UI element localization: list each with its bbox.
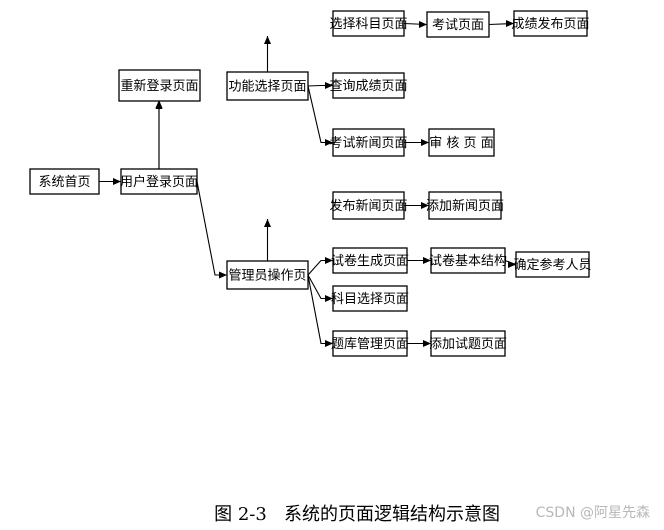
node-label-subject: 选择科目页面 (329, 17, 407, 32)
node-box-login (120, 168, 198, 195)
node-exam: 考试页面 (426, 11, 490, 38)
node-home: 系统首页 (29, 168, 100, 195)
node-label-exam: 考试页面 (432, 18, 484, 33)
arrowhead-login-to-admin (219, 271, 227, 279)
node-subject: 选择科目页面 (329, 10, 408, 37)
node-audit: 审 核 页 面 (428, 128, 495, 157)
node-subjsel: 科目选择页面 (331, 285, 409, 312)
node-box-pubnews (332, 191, 405, 220)
node-label-query: 查询成绩页面 (329, 79, 407, 94)
node-score_pub: 成绩发布页面 (511, 10, 590, 37)
edge-admin-to-genpaper (307, 259, 333, 276)
node-label-relogin: 重新登录页面 (120, 78, 198, 94)
arrowhead-pubnews-to-addnews (421, 202, 429, 209)
arrowhead-admin-to-genpaper (325, 257, 333, 264)
node-box-examinee (515, 251, 590, 278)
node-label-news: 考试新闻页面 (329, 135, 407, 151)
node-label-score_pub: 成绩发布页面 (511, 16, 589, 32)
arrowhead-admin-to-subjsel (325, 295, 333, 302)
node-examinee: 确定参考人员 (513, 251, 592, 278)
arrowhead-exam-to-score_pub (506, 20, 514, 27)
arrowhead-admin-to-bank (325, 340, 333, 347)
node-label-bank: 题库管理页面 (331, 336, 409, 352)
arrowhead-login-to-func (155, 100, 163, 108)
arrowhead-func-to-query (325, 82, 333, 89)
node-box-news (332, 128, 405, 157)
node-label-login: 用户登录页面 (120, 174, 198, 190)
node-box-audit (428, 128, 495, 157)
node-addnews: 添加新闻页面 (426, 191, 504, 220)
arrowhead-func-to-news (325, 139, 333, 146)
node-relogin: 重新登录页面 (118, 69, 201, 102)
node-news: 考试新闻页面 (329, 128, 408, 157)
node-label-func: 功能选择页面 (228, 80, 306, 95)
node-box-admin (226, 260, 309, 290)
arrowhead-bank-to-addq (423, 340, 431, 347)
node-label-examinee: 确定参考人员 (513, 257, 591, 273)
node-func: 功能选择页面 (226, 71, 309, 101)
node-box-query (332, 72, 405, 99)
figure-caption: 图 2-3 系统的页面逻辑结构示意图 (214, 504, 500, 525)
arrowhead-genpaper-to-paperstruct (423, 257, 431, 264)
node-box-addnews (428, 191, 502, 220)
node-label-paperstruct: 试卷基本结构 (429, 253, 507, 269)
edges-layer (99, 20, 517, 347)
node-pubnews: 发布新闻页面 (329, 191, 408, 220)
node-label-admin: 管理员操作页 (228, 268, 306, 284)
arrowhead-subject-to-exam (419, 21, 427, 28)
edge-login-to-admin (196, 181, 227, 276)
arrowhead-news-to-audit (421, 139, 429, 146)
node-box-bank (332, 330, 408, 357)
arrowhead-admin-to-pubnews (264, 219, 271, 227)
node-box-genpaper (332, 247, 408, 274)
node-label-addnews: 添加新闻页面 (426, 198, 504, 214)
edge-func-to-news (307, 85, 333, 144)
watermark: CSDN @阿星先森 (535, 505, 650, 521)
node-label-subjsel: 科目选择页面 (331, 292, 409, 307)
node-box-exam (426, 11, 490, 38)
arrowhead-home-to-login (113, 178, 121, 185)
node-label-addq: 添加试题页面 (429, 337, 507, 352)
node-box-home (29, 168, 100, 195)
node-box-addq (430, 330, 506, 357)
node-box-subjsel (332, 285, 408, 312)
edge-admin-to-bank (307, 274, 333, 345)
node-addq: 添加试题页面 (429, 330, 507, 357)
node-login: 用户登录页面 (120, 168, 198, 195)
node-box-func (226, 71, 309, 101)
node-admin: 管理员操作页 (226, 260, 309, 290)
node-label-pubnews: 发布新闻页面 (329, 198, 407, 214)
node-label-genpaper: 试卷生成页面 (331, 253, 409, 269)
node-query: 查询成绩页面 (329, 72, 408, 99)
node-box-score_pub (513, 10, 588, 37)
node-bank: 题库管理页面 (331, 330, 409, 357)
node-box-subject (332, 10, 405, 37)
node-paperstruct: 试卷基本结构 (429, 247, 507, 274)
node-label-home: 系统首页 (38, 175, 90, 190)
node-box-paperstruct (430, 247, 506, 274)
arrowhead-func-to-subject (264, 36, 271, 44)
arrowhead-paperstruct-to-examinee (508, 261, 516, 268)
node-label-audit: 审 核 页 面 (429, 136, 493, 151)
node-genpaper: 试卷生成页面 (331, 247, 409, 274)
node-box-relogin (118, 69, 201, 102)
